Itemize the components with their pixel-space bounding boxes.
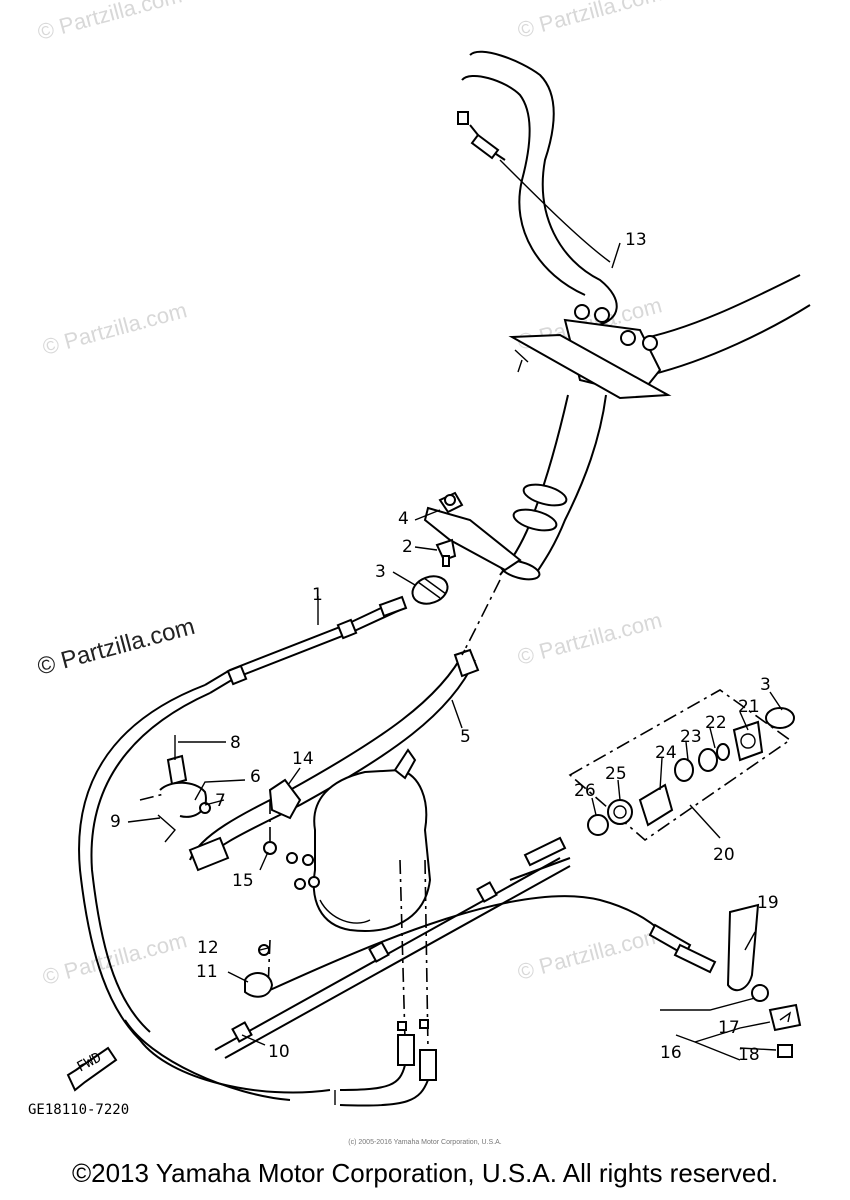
leader-lines (127, 242, 783, 1061)
callout-3-right: 3 (760, 675, 771, 695)
jet-pump-housing[interactable] (286, 748, 432, 932)
watermark-text: © Partzilla.com (515, 922, 665, 985)
callout-21: 21 (738, 697, 760, 717)
cable-5[interactable] (188, 579, 501, 872)
watermark-text: © Partzilla.com (40, 927, 190, 990)
lower-right-parts[interactable] (660, 984, 802, 1058)
callout-4: 4 (398, 509, 409, 529)
callout-5: 5 (460, 727, 471, 747)
callout-10: 10 (268, 1042, 290, 1062)
exploded-parts-diagram: © Partzilla.com © Partzilla.com © Partzi… (28, 0, 811, 1146)
handlebar[interactable] (461, 50, 811, 400)
callout-6: 6 (250, 767, 261, 787)
callout-26: 26 (574, 781, 596, 801)
watermark-text: © Partzilla.com (515, 607, 665, 670)
cable-19[interactable] (269, 895, 760, 992)
callout-19: 19 (757, 893, 779, 913)
cable-1[interactable] (204, 595, 408, 694)
cable-10[interactable] (214, 836, 571, 1059)
watermark-text: © Partzilla.com (40, 297, 190, 360)
callout-24: 24 (655, 743, 677, 763)
steering-column[interactable] (423, 394, 607, 583)
callout-12: 12 (197, 938, 219, 958)
callout-2: 2 (402, 537, 413, 557)
callout-25: 25 (605, 764, 627, 784)
callout-numbers: 13 4 2 3 1 5 8 6 7 9 14 15 12 11 10 19 1… (110, 230, 779, 1065)
handlebar-cable-end[interactable] (457, 111, 611, 263)
column-fasteners[interactable] (409, 491, 464, 608)
callout-17: 17 (718, 1018, 740, 1038)
callout-1: 1 (312, 585, 323, 605)
watermark-text: © Partzilla.com (515, 0, 665, 43)
watermark-text: © Partzilla.com (35, 613, 198, 681)
callout-20: 20 (713, 845, 735, 865)
callout-3-left: 3 (375, 562, 386, 582)
tiny-notice: (c) 2005-2016 Yamaha Motor Corporation, … (348, 1139, 501, 1146)
callout-7: 7 (215, 791, 226, 811)
watermark-text: © Partzilla.com (35, 0, 185, 45)
callout-13: 13 (625, 230, 647, 250)
callout-23: 23 (680, 727, 702, 747)
elbow-hoses[interactable] (334, 1019, 437, 1107)
cable-loop[interactable] (78, 684, 331, 1101)
callout-14: 14 (292, 749, 314, 769)
cable-clamp-assembly[interactable] (157, 735, 302, 998)
copyright-notice: ©2013 Yamaha Motor Corporation, U.S.A. A… (71, 1158, 779, 1188)
callout-18: 18 (738, 1045, 760, 1065)
callout-11: 11 (196, 962, 218, 982)
callout-15: 15 (232, 871, 254, 891)
callout-8: 8 (230, 733, 241, 753)
fitting-assembly[interactable] (568, 689, 795, 842)
forward-arrow: FWD (66, 1046, 118, 1092)
callout-16: 16 (660, 1043, 682, 1063)
callout-22: 22 (705, 713, 727, 733)
callout-9: 9 (110, 812, 121, 832)
diagram-code: GE18110-7220 (28, 1102, 129, 1118)
